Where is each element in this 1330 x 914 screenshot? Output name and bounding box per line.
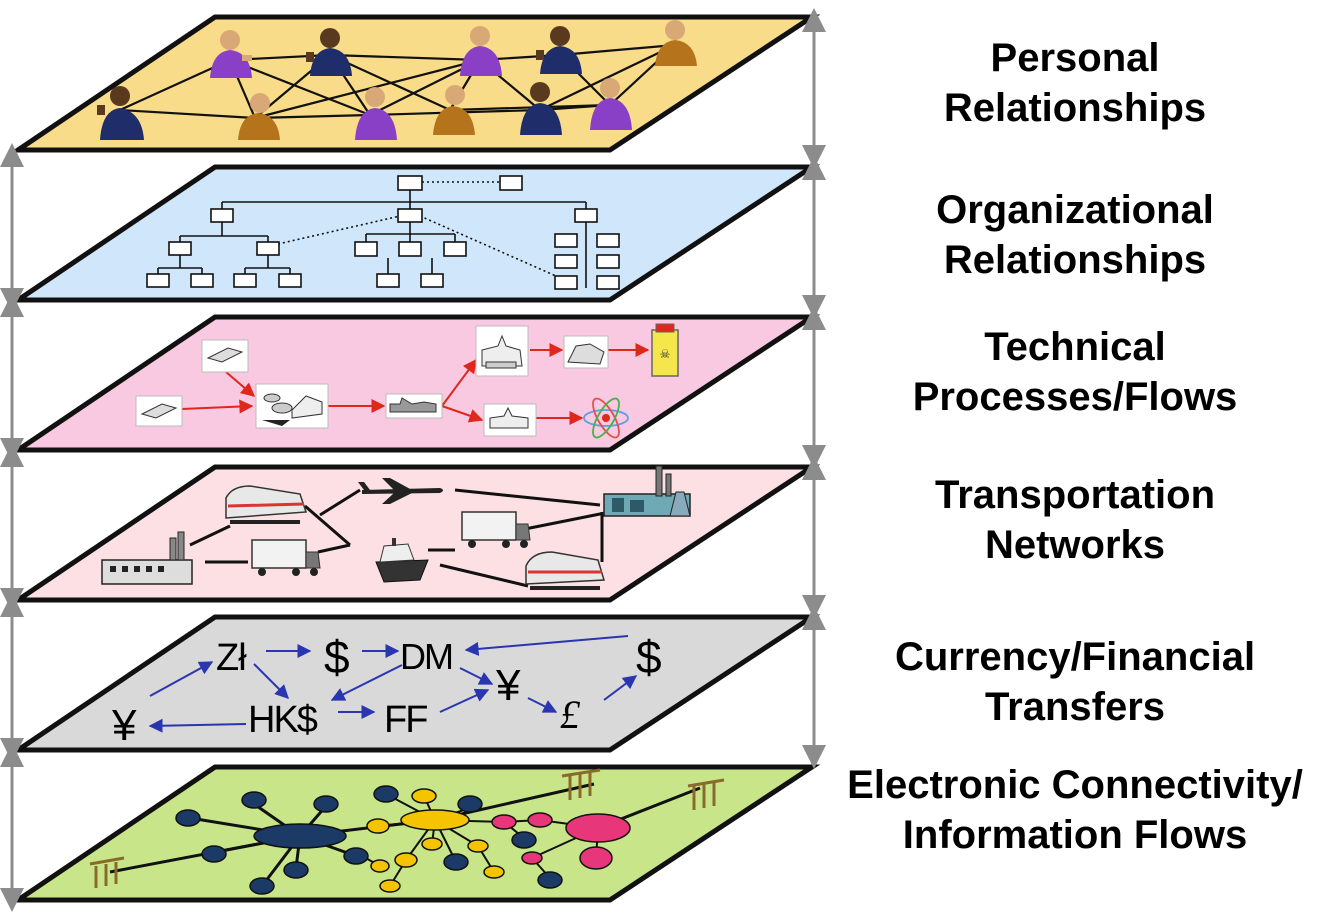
process-box-icon (202, 340, 248, 372)
process-box-icon (564, 336, 608, 368)
currency-zloty: Zł (216, 637, 247, 679)
process-box-icon (386, 394, 442, 418)
currency-ff: FF (384, 699, 427, 741)
process-box-icon (256, 384, 328, 428)
currency-yen-left: ¥ (111, 701, 137, 750)
currency-hkd: HK$ (248, 699, 318, 741)
technical-layer-plane (18, 317, 812, 450)
process-box-icon (484, 404, 536, 436)
currency-dollar-2: $ (636, 631, 662, 683)
currency-dm: DM (400, 636, 452, 677)
label-electronic-connectivity: Electronic Connectivity/Information Flow… (820, 760, 1330, 860)
hazard-bottle-icon: ☠ (652, 324, 678, 376)
process-box-icon (136, 396, 182, 426)
svg-text:☠: ☠ (660, 347, 671, 361)
currency-dollar-1: $ (324, 631, 350, 683)
currency-pound: £ (560, 692, 581, 737)
process-box-icon (476, 326, 528, 376)
currency-yen-right: ¥ (495, 661, 521, 710)
